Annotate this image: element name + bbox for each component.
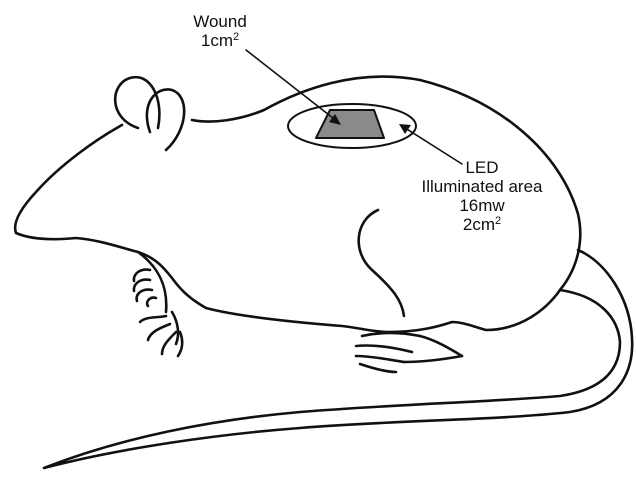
led-power: 16mw [387,196,577,215]
rat-ear-front [147,89,184,150]
wound-patch [316,110,384,138]
wound-size: 1cm2 [170,31,270,50]
rat-tail [44,250,632,468]
led-label: LED Illuminated area 16mw 2cm2 [387,158,577,234]
rat-ear-back [115,77,159,128]
wound-pointer-arrow [246,50,341,125]
rat-front-leg [138,252,166,312]
rat-hind-foot [356,333,462,372]
led-area-label: Illuminated area [387,177,577,196]
wound-name: Wound [170,12,270,31]
rat-ear [115,77,184,150]
rat-front-paw-upper [134,270,156,306]
led-size: 2cm2 [387,215,577,234]
rat-front-paw-lower [140,312,182,356]
wound-label: Wound 1cm2 [170,12,270,50]
led-name: LED [387,158,577,177]
